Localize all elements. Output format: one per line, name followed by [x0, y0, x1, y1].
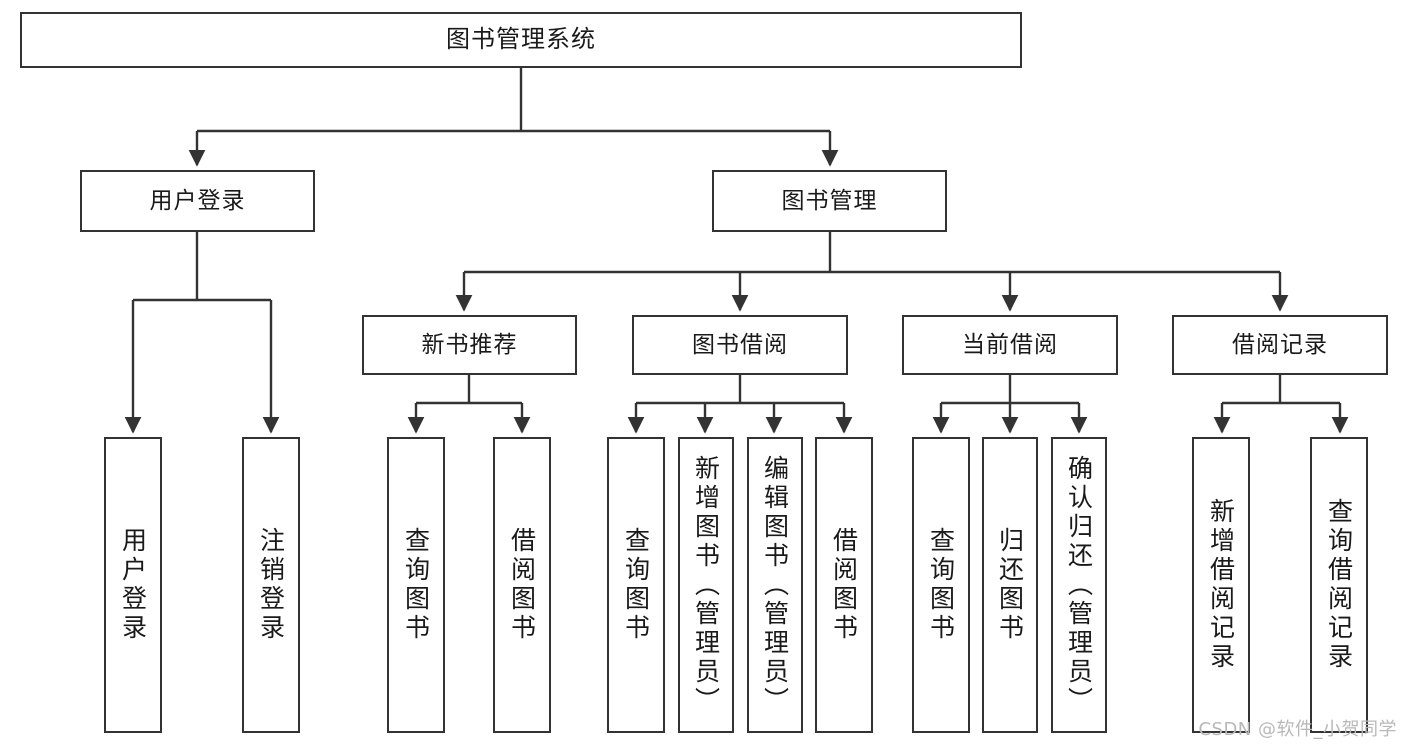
node-label: 查询图书: [401, 527, 431, 643]
node-label: 当前借阅: [962, 331, 1058, 358]
csdn-watermark: CSDN @软件_小贺同学: [1198, 719, 1397, 740]
node-label: 图书管理系统: [446, 25, 596, 54]
leaf-current-return-book[interactable]: 归还图书: [982, 437, 1038, 733]
leaf-user-login-logout[interactable]: 注销登录: [242, 437, 300, 733]
leaf-current-query-book[interactable]: 查询图书: [912, 437, 970, 733]
node-label: 注销登录: [256, 527, 286, 643]
leaf-current-confirm-return-admin[interactable]: 确认归还（管理员）: [1051, 437, 1107, 733]
node-book-management[interactable]: 图书管理: [712, 170, 947, 232]
node-label: 编辑图书（管理员）: [760, 454, 790, 716]
node-label: 用户登录: [149, 187, 246, 214]
node-user-login[interactable]: 用户登录: [80, 170, 315, 232]
leaf-new-book-query-book[interactable]: 查询图书: [387, 437, 445, 733]
node-label: 新增借阅记录: [1206, 498, 1236, 672]
leaf-borrow-query-book[interactable]: 查询图书: [607, 437, 665, 733]
node-new-book-recommend[interactable]: 新书推荐: [362, 315, 577, 375]
node-label: 用户登录: [118, 527, 148, 643]
node-root-book-management-system[interactable]: 图书管理系统: [20, 12, 1022, 68]
node-label: 新增图书（管理员）: [691, 454, 721, 716]
node-label: 图书借阅: [692, 331, 788, 358]
leaf-borrow-add-book-admin[interactable]: 新增图书（管理员）: [678, 437, 734, 733]
node-book-borrow[interactable]: 图书借阅: [632, 315, 848, 375]
node-label: 图书管理: [781, 187, 878, 214]
node-label: 借阅图书: [507, 527, 537, 643]
leaf-new-book-borrow-book[interactable]: 借阅图书: [493, 437, 551, 733]
node-borrow-record[interactable]: 借阅记录: [1172, 315, 1388, 375]
node-label: 查询借阅记录: [1324, 498, 1354, 672]
leaf-record-query-record[interactable]: 查询借阅记录: [1310, 437, 1368, 733]
leaf-user-login-login[interactable]: 用户登录: [104, 437, 162, 733]
node-label: 借阅记录: [1232, 331, 1328, 358]
node-label: 查询图书: [621, 527, 651, 643]
node-label: 确认归还（管理员）: [1064, 454, 1094, 716]
leaf-record-add-record[interactable]: 新增借阅记录: [1192, 437, 1250, 733]
node-label: 新书推荐: [421, 331, 518, 358]
node-label: 归还图书: [995, 527, 1025, 643]
node-label: 查询图书: [926, 527, 956, 643]
node-label: 借阅图书: [829, 527, 859, 643]
leaf-borrow-borrow-book[interactable]: 借阅图书: [815, 437, 873, 733]
node-current-borrow[interactable]: 当前借阅: [902, 315, 1118, 375]
leaf-borrow-edit-book-admin[interactable]: 编辑图书（管理员）: [747, 437, 803, 733]
